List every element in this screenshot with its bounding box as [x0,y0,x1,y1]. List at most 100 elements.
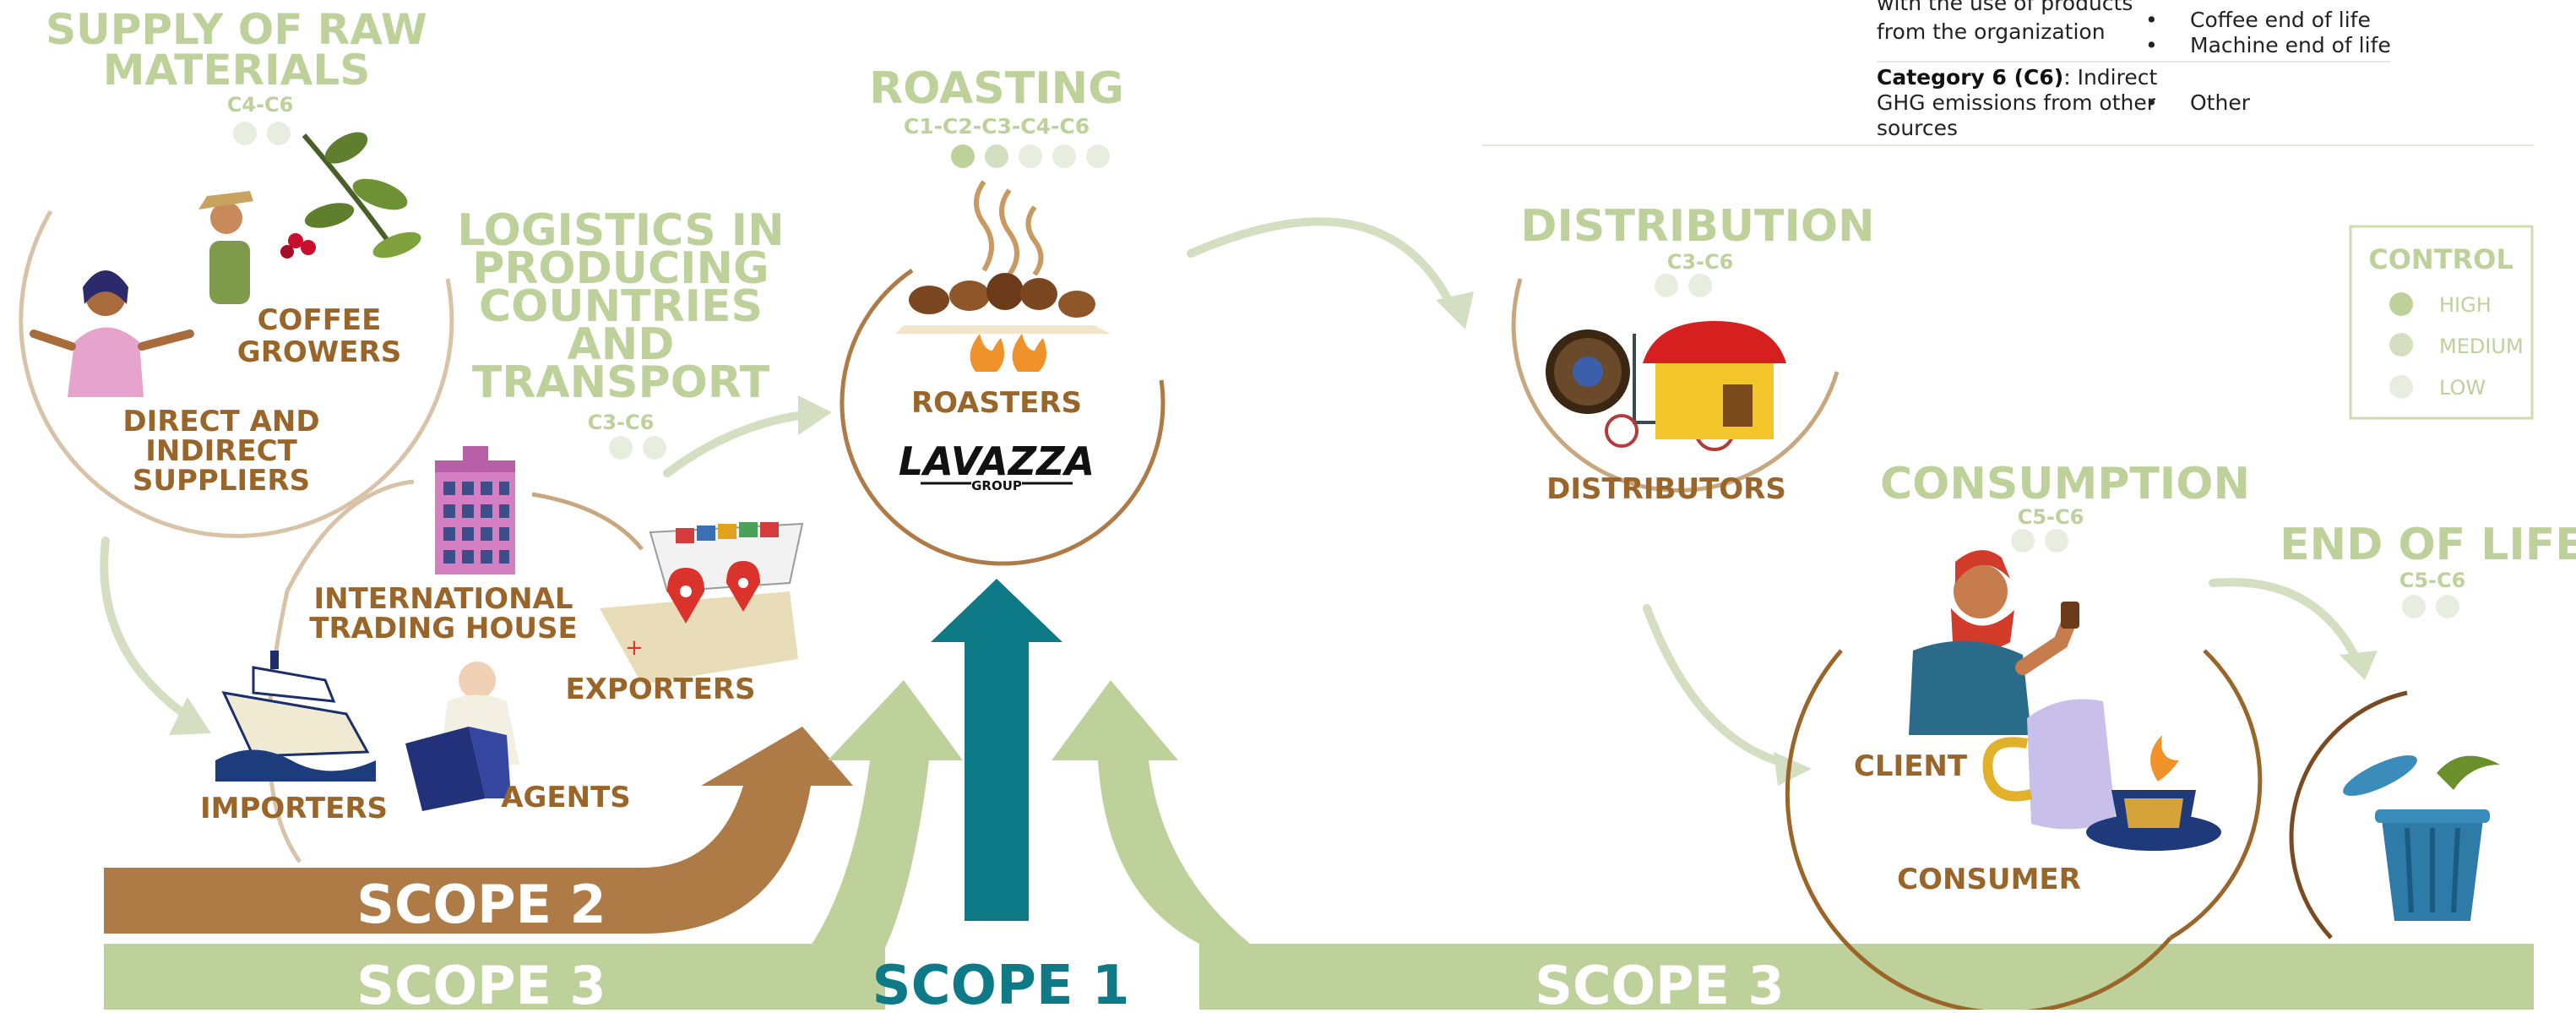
suppliers-label-1: DIRECT AND [122,405,319,438]
actor-labels: COFFEE GROWERS DIRECT AND INDIRECT SUPPL… [122,303,2080,896]
distribution-codes: C3-C6 [1667,250,1734,274]
distribution-title: DISTRIBUTION [1520,201,1874,252]
logistics-title-3: COUNTRIES [479,281,763,332]
end-of-life-control-dot-low [2436,595,2459,618]
logistics-arc [266,479,415,863]
logistics-title-4: AND [568,319,675,370]
endoflife-codes: C5-C6 [2399,569,2466,592]
table-row5-text-2: from the organization [1877,19,2106,44]
scope1-label: SCOPE 1 [872,955,1130,1010]
legend-label-low: LOW [2439,376,2486,400]
supply-control-dot-low [233,122,257,145]
flow-arrow-distribution-consumption [1643,604,1795,769]
table-row6-rest: : Indirect [2063,65,2157,90]
table-bullet: • [2145,33,2158,57]
agent-person-icon [405,662,519,811]
distribution-cart-icon [1546,321,1786,451]
table-row6-text-2: GHG emissions from other [1877,90,2156,115]
distribution-control-dot-low [1688,274,1712,297]
scope3-left-arrow [743,680,963,1010]
roasting-title: ROASTING [869,63,1124,114]
arrowhead-icon [2340,651,2378,680]
stage-headings: SUPPLY OF RAW MATERIALS C4-C6 LOGISTICS … [46,5,2576,592]
flow-arrow-logistics-roasting [663,410,815,477]
svg-text:+: + [625,635,644,661]
endoflife-circle [2289,690,2408,939]
consumption-codes: C5-C6 [2018,505,2084,529]
logistics-title-2: PRODUCING [472,243,769,294]
scope-bands: SCOPE 2 SCOPE 3 SCOPE 1 SCOPE 3 [104,579,2534,1013]
logo-wordmark: LAVAZZA [899,438,1095,484]
logistics-codes: C3-C6 [588,411,655,434]
legend-label-medium: MEDIUM [2439,335,2524,358]
flow-arrows [100,217,2361,769]
table-bullet: • [2145,8,2158,32]
scope3-right-band [1199,944,2534,1010]
table-bullet: • [2145,90,2158,115]
table-row5-text-1: with the use of products [1877,0,2133,15]
trading-house-label-2: TRADING HOUSE [309,612,577,645]
distribution-circle [1511,278,1840,493]
arrowhead-icon [798,395,832,435]
table-row6-item-1: Other [2190,90,2251,115]
supply-circle [19,210,454,538]
suppliers-label-3: SUPPLIERS [133,464,310,498]
consumption-circle-right [2169,649,2263,940]
building-icon [435,446,515,575]
flow-arrow-supply-importers [100,536,194,722]
roasting-circle [840,268,1166,566]
table-row6-text-3: sources [1877,116,1958,140]
scope2-arrow [104,727,853,934]
control-dots [233,122,2459,618]
roasting-beans-icon [895,180,1111,372]
illustrations: + [30,132,2500,921]
control-legend: CONTROL HIGH MEDIUM LOW [2349,225,2534,420]
roasting-control-dot-medium [985,144,1008,168]
legend-title: CONTROL [2368,243,2514,275]
supplier-person-icon [30,270,194,397]
consumption-control-dot-low [2011,529,2035,553]
trash-bin-icon [2343,755,2500,921]
supply-codes: C4-C6 [227,93,294,117]
flow-arrow-roasting-distribution [1187,217,1457,313]
ghg-category-table: with the use of products from the organi… [1482,0,2534,146]
logistics-control-dot-low [609,436,633,460]
lavazza-logo: LAVAZZA GROUP [899,438,1095,493]
arrowhead-icon [169,697,211,735]
legend-dot-medium [2389,333,2413,357]
roasters-label: ROASTERS [911,386,1082,420]
logistics-title-1: LOGISTICS IN [457,205,784,256]
logistics-control-dot-low [643,436,666,460]
table-row5-item-2: Machine end of life [2190,33,2391,57]
supply-control-dot-low [267,122,291,145]
importers-label: IMPORTERS [200,792,388,825]
legend-label-high: HIGH [2439,293,2492,317]
agents-label: AGENTS [501,781,631,814]
distributors-label: DISTRIBUTORS [1546,472,1786,506]
legend-dot-high [2389,292,2413,316]
ship-icon [215,651,376,782]
coffee-cup-icon [1982,699,2221,851]
cargo-ship-map-icon: + [600,522,804,684]
coffee-grower-icon [198,132,421,304]
suppliers-label-2: INDIRECT [145,434,297,468]
end-of-life-control-dot-low [2402,595,2426,618]
arrowhead-icon [1774,752,1812,786]
logo-group: GROUP [971,478,1022,493]
trading-house-label-1: INTERNATIONAL [313,582,573,616]
roasting-control-dot-low [1019,144,1042,168]
flow-arrow-consumption-endoflife [2209,578,2361,663]
logistics-title-5: TRANSPORT [472,357,770,408]
scope3-right-arrow [1052,680,1250,944]
scope3-left-label: SCOPE 3 [356,955,606,1010]
distribution-control-dot-low [1655,274,1678,297]
table-row5-item-1: Coffee end of life [2190,8,2371,32]
consumption-circle [1785,649,2172,1013]
client-person-icon [1909,550,2079,735]
table-row6-bold: Category 6 (C6) [1877,65,2063,90]
consumption-control-dot-low [2045,529,2068,553]
supply-title-2: MATERIALS [103,46,371,95]
scope3-right-label: SCOPE 3 [1535,955,1784,1010]
